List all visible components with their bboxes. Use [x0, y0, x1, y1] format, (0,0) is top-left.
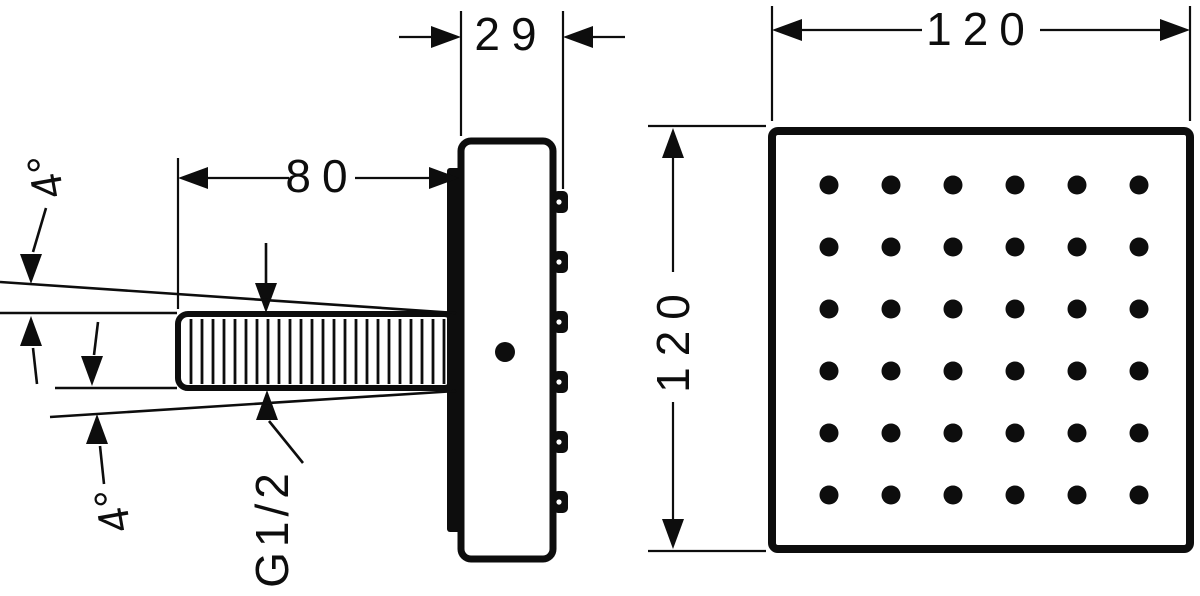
side-view — [175, 137, 568, 563]
nozzle-dot — [1129, 237, 1149, 257]
nozzle-dot — [881, 237, 901, 257]
leader-line — [92, 321, 100, 356]
dim-arm-length: 80 — [176, 150, 459, 309]
arm-thread-hatch — [189, 319, 446, 384]
nozzle-bump-notch — [556, 379, 562, 385]
thread-label: G1/2 — [246, 468, 298, 588]
nozzle-dot — [1129, 361, 1149, 381]
nozzle-dot — [1129, 299, 1149, 319]
nozzle-dot — [881, 175, 901, 195]
nozzle-dot — [1129, 423, 1149, 443]
nozzle-dot — [943, 237, 963, 257]
dim-depth-label: 29 — [474, 8, 547, 60]
dim-width-label: 120 — [926, 3, 1036, 55]
nozzle-grid — [819, 175, 1149, 505]
arrowhead-left-icon — [178, 167, 208, 189]
nozzle-dot — [943, 485, 963, 505]
nozzle-bump-notch — [556, 199, 562, 205]
nozzle-bump-notch — [556, 319, 562, 325]
dim-angle-top: 4° — [0, 149, 457, 385]
face-screw-dot — [495, 342, 515, 362]
dim-angle-bottom: 4° — [49, 321, 457, 537]
arrowhead-right-icon — [431, 26, 461, 48]
nozzle-bump-notch — [556, 499, 562, 505]
nozzle-dot — [1005, 175, 1025, 195]
side-nozzle-bumps — [553, 191, 568, 513]
dim-thread: G1/2 — [246, 243, 305, 588]
arrowhead-up-icon — [20, 316, 42, 346]
arrowhead-right-icon — [1160, 19, 1190, 41]
dim-arm-length-label: 80 — [285, 150, 358, 202]
arrowhead-down-icon — [81, 356, 103, 386]
leader-line — [31, 347, 39, 385]
nozzle-dot — [943, 175, 963, 195]
angle-top-label: 4° — [18, 149, 74, 203]
leader-line — [31, 207, 48, 253]
nozzle-dot — [1067, 485, 1087, 505]
side-dimensions: 29 80 G1/2 4° — [0, 8, 625, 588]
nozzle-dot — [1129, 485, 1149, 505]
nozzle-dot — [819, 423, 839, 443]
nozzle-dot — [881, 423, 901, 443]
nozzle-dot — [819, 175, 839, 195]
nozzle-dot — [1067, 361, 1087, 381]
nozzle-dot — [881, 361, 901, 381]
dim-depth: 29 — [399, 8, 625, 189]
leader-line — [267, 420, 305, 464]
arrowhead-down-icon — [255, 283, 277, 313]
nozzle-dot — [1129, 175, 1149, 195]
tilt-line-upper — [0, 280, 457, 315]
spray-face-plate — [768, 127, 1194, 553]
nozzle-dot — [943, 423, 963, 443]
arrowhead-left-icon — [772, 19, 802, 41]
nozzle-dot — [819, 361, 839, 381]
nozzle-dot — [943, 361, 963, 381]
tilt-line-lower — [49, 389, 457, 419]
nozzle-bump-notch — [556, 259, 562, 265]
nozzle-dot — [1067, 237, 1087, 257]
angle-bottom-label: 4° — [85, 483, 141, 537]
shower-arm — [175, 311, 457, 391]
nozzle-dot — [881, 299, 901, 319]
nozzle-dot — [881, 485, 901, 505]
nozzle-dot — [1005, 485, 1025, 505]
nozzle-bump-notch — [556, 439, 562, 445]
dim-height-label: 120 — [647, 283, 699, 393]
nozzle-dot — [819, 299, 839, 319]
arrowhead-up-icon — [86, 414, 108, 444]
nozzle-dot — [1067, 423, 1087, 443]
arrowhead-up-icon — [662, 128, 684, 158]
arrowhead-down-icon — [662, 519, 684, 549]
leader-line — [98, 445, 106, 485]
arrowhead-right-icon — [429, 167, 459, 189]
nozzle-dot — [1005, 237, 1025, 257]
front-dimensions: 120 120 — [647, 3, 1192, 553]
arrowhead-down-icon — [20, 254, 42, 284]
nozzle-dot — [1005, 299, 1025, 319]
dim-height: 120 — [647, 124, 766, 553]
nozzle-dot — [819, 485, 839, 505]
front-view — [768, 127, 1194, 553]
nozzle-dot — [1005, 423, 1025, 443]
dim-width: 120 — [770, 3, 1192, 121]
nozzle-dot — [1067, 175, 1087, 195]
nozzle-dot — [819, 237, 839, 257]
nozzle-dot — [1067, 299, 1087, 319]
nozzle-dot — [943, 299, 963, 319]
arrowhead-up-icon — [256, 390, 278, 420]
arrowhead-left-icon — [563, 26, 593, 48]
nozzle-dot — [1005, 361, 1025, 381]
